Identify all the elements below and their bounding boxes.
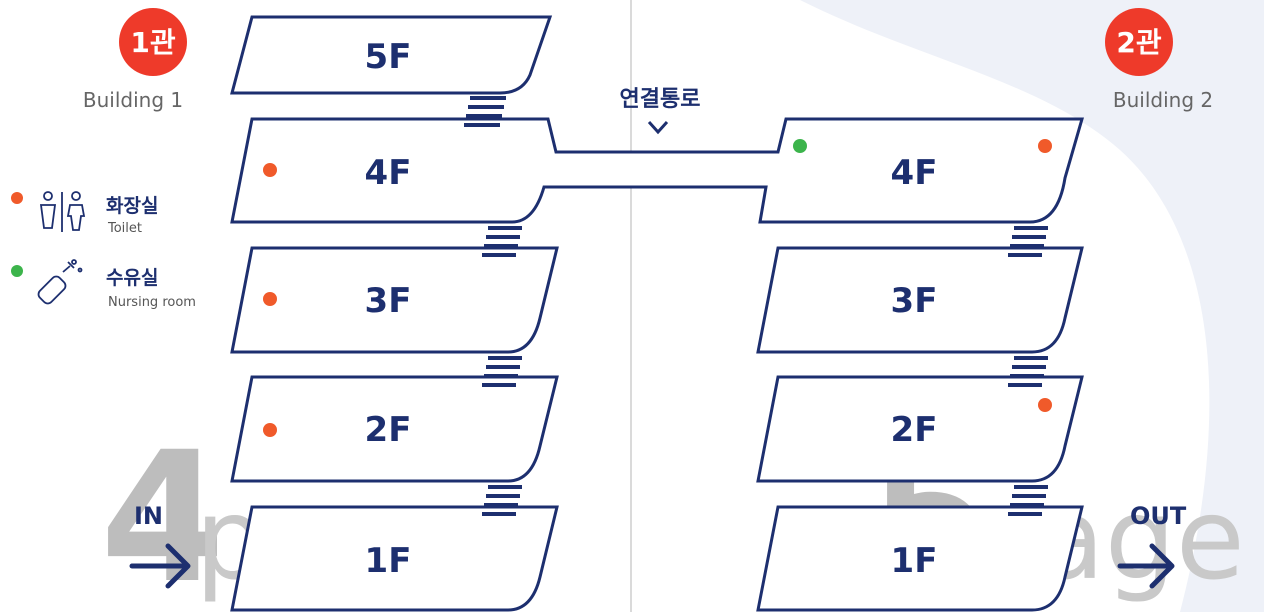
floor-label-b1-3f: 3F — [365, 281, 412, 321]
corridor-label: 연결통로 — [620, 87, 701, 112]
b2-floor-1f[interactable] — [756, 505, 1084, 612]
stairs-icon — [1008, 356, 1048, 387]
b1-floor-2f[interactable] — [230, 375, 559, 483]
floor-label-b2-3f: 3F — [891, 281, 938, 321]
floor-label-b1-2f: 2F — [365, 410, 412, 450]
arrow-right-icon — [129, 543, 191, 589]
stairs-icon — [1008, 226, 1048, 257]
arrow-right-icon — [1117, 543, 1175, 589]
floor-label-b2-1f: 1F — [891, 541, 938, 581]
legend-toilet-dot — [11, 192, 23, 204]
legend-toilet-english: Toilet — [107, 221, 142, 236]
floor-label-b1-4f: 4F — [365, 153, 412, 193]
exit-label: OUT — [1130, 502, 1187, 530]
baby-bottle-icon — [37, 259, 83, 305]
background-swoosh — [800, 0, 1264, 612]
chevron-down-icon — [647, 120, 669, 135]
b1-floor-5f[interactable] — [230, 15, 553, 95]
legend-nursing-dot — [11, 265, 23, 277]
building1-badge-text: 1관 — [130, 26, 175, 59]
stairs-icon — [482, 226, 522, 257]
building1-badge — [119, 8, 187, 76]
entry-label: IN — [134, 502, 163, 530]
nursing-marker — [793, 139, 807, 153]
stairs-icon — [1008, 485, 1048, 516]
page-number-left: 4 — [100, 414, 225, 612]
floor-label-b1-1f: 1F — [365, 541, 412, 581]
building2-label: Building 2 — [1113, 88, 1213, 112]
toilet-marker — [263, 423, 277, 437]
toilet-marker — [1038, 398, 1052, 412]
floor-label-b1-5f: 5F — [365, 37, 412, 77]
building2-badge — [1105, 8, 1173, 76]
legend-nursing-korean: 수유실 — [106, 267, 158, 289]
b2-floor-2f[interactable] — [756, 375, 1084, 483]
floor-label-b2-4f: 4F — [891, 153, 938, 193]
building2-badge-text: 2관 — [1116, 26, 1161, 59]
building1-label: Building 1 — [83, 88, 183, 112]
toilet-marker — [1038, 139, 1052, 153]
b1-floor-3f[interactable] — [230, 246, 559, 354]
stairs-icon — [482, 485, 522, 516]
b1-floor-1f[interactable] — [230, 505, 559, 612]
toilet-icon — [39, 191, 86, 232]
b2-floor-3f[interactable] — [756, 246, 1084, 354]
legend-nursing-english: Nursing room — [108, 295, 196, 310]
stairs-icon — [482, 356, 522, 387]
b1-floor-4f[interactable] — [230, 117, 1084, 224]
legend-toilet-korean: 화장실 — [106, 195, 158, 217]
floor-label-b2-2f: 2F — [891, 410, 938, 450]
toilet-marker — [263, 163, 277, 177]
toilet-marker — [263, 292, 277, 306]
stairs-icon — [464, 96, 506, 127]
